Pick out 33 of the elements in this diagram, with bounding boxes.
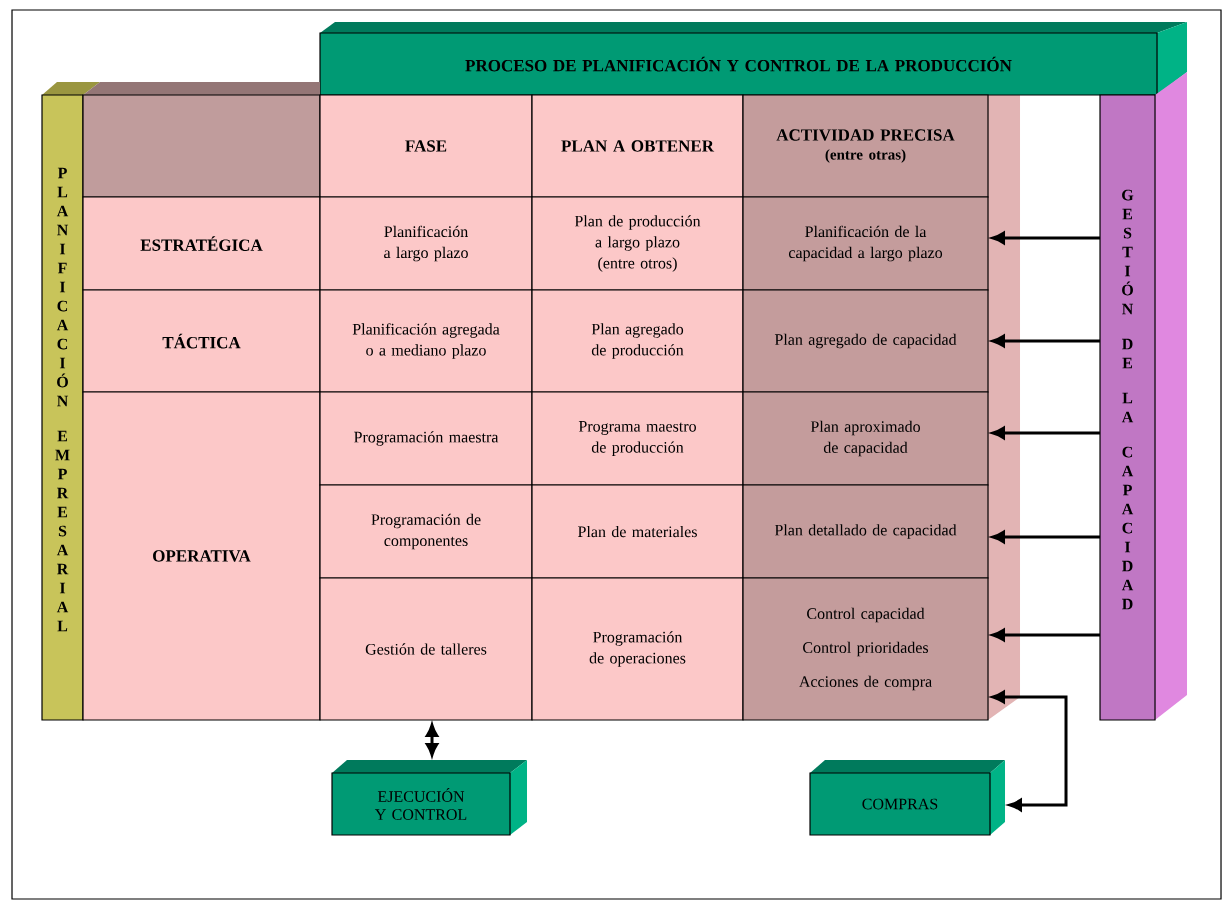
table-cell: Planificación a largo plazo	[319, 196, 533, 291]
arrow	[991, 530, 1100, 544]
table-cell: TÁCTICA	[82, 289, 321, 393]
table-cell: Plan agregado de producción	[531, 289, 744, 393]
header-cell: ACTIVIDAD PRECISA (entre otras)	[742, 94, 989, 198]
table-cell: Programación maestra	[319, 391, 533, 486]
header-cell: FASE	[319, 94, 533, 198]
title-banner: PROCESO DE PLANIFICACIÓN Y CONTROL DE LA PRODUCCIÓN	[319, 22, 1187, 96]
table-cell: Planificación agregada o a mediano plazo	[319, 289, 533, 393]
side-bar: PLANIFICACIÓN EMPRESARIAL	[41, 82, 100, 721]
header-cell: PLAN A OBTENER	[531, 94, 744, 198]
table-cell: Programación de componentes	[319, 484, 533, 579]
arrow	[991, 334, 1100, 348]
arrow	[991, 231, 1100, 245]
table-cell: ESTRATÉGICA	[82, 196, 321, 291]
table-cell: Planificación de la capacidad a largo plazo	[742, 196, 989, 291]
arrow	[991, 426, 1100, 440]
table-cell: Plan agregado de capacidad	[742, 289, 989, 393]
table-cell: Plan de producción a largo plazo (entre otros)	[531, 196, 744, 291]
arrow	[991, 628, 1100, 642]
table-cell: Programación de operaciones	[531, 577, 744, 721]
arrow	[991, 690, 1068, 812]
side-bar: GESTIÓN DE LA CAPACIDAD	[1099, 72, 1187, 721]
table-cell: Plan aproximado de capacidad	[742, 391, 989, 486]
process-box: COMPRAS	[809, 760, 1005, 836]
table-cell: Control capacidad Control prioridades Acciones de compra	[742, 577, 989, 721]
table-cell: Programa maestro de producción	[531, 391, 744, 486]
process-box: EJECUCIÓN Y CONTROL	[331, 760, 527, 836]
table-cell: Plan de materiales	[531, 484, 744, 579]
table-cell	[82, 82, 321, 198]
table-cell: Plan detallado de capacidad	[742, 484, 989, 579]
arrow	[425, 723, 439, 757]
table-cell: Gestión de talleres	[319, 577, 533, 721]
